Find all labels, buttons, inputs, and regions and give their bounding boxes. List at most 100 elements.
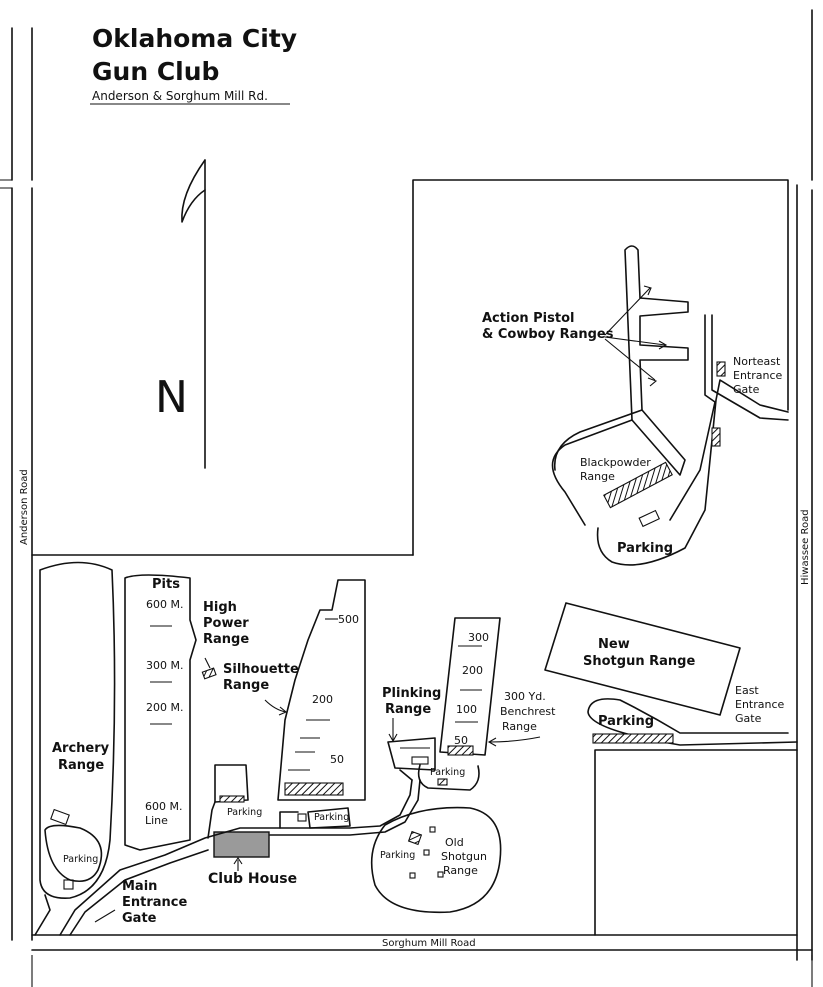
old-shotgun-range: Parking Old Shotgun Range <box>370 806 502 914</box>
action-pistol-ranges: Action Pistol & Cowboy Ranges <box>482 245 689 476</box>
plinking-range-outline <box>387 737 436 771</box>
east-entrance: Parking East Entrance Gate <box>587 684 798 746</box>
old-shotgun-label-3: Range <box>443 864 478 877</box>
north-label: N <box>155 372 188 423</box>
silhouette-firing-line <box>284 782 344 796</box>
new-shotgun-label-2: Shotgun Range <box>583 654 695 669</box>
main-gate-label-2: Entrance <box>122 895 187 910</box>
benchrest-range-outline <box>439 617 501 756</box>
archery-shelter <box>50 808 70 826</box>
silhouette-50: 50 <box>330 753 344 766</box>
high-power-label-3: Range <box>203 632 249 647</box>
plinking-label-1: Plinking <box>382 686 441 701</box>
blackpowder-parking-label: Parking <box>617 541 673 556</box>
archery-parking-loop <box>44 824 103 883</box>
north-arrow-head <box>181 159 206 223</box>
benchrest-parking-label: Parking <box>430 767 465 778</box>
old-shotgun-house <box>407 830 423 846</box>
hiwassee-road-label: Hiwassee Road <box>800 509 811 585</box>
benchrest-firing-line <box>447 745 474 756</box>
east-gate-label-3: Gate <box>735 712 762 725</box>
title-line-2: Gun Club <box>92 57 219 86</box>
hp-line-label-2: Line <box>145 814 168 827</box>
benchrest-range: 300 200 100 50 300 Yd. Benchrest Range P… <box>417 617 556 791</box>
club-house-label: Club House <box>208 871 297 887</box>
ne-gate-marker-lower <box>711 427 721 447</box>
clubhouse-parking-label-1: Parking <box>227 807 262 818</box>
hp-200m: 200 M. <box>146 701 183 714</box>
high-power-range: Pits 600 M. 300 M. 200 M. 600 M. Line Hi… <box>124 574 249 851</box>
old-shotgun-parking-label: Parking <box>380 850 415 861</box>
silhouette-label-2: Range <box>223 678 269 693</box>
benchrest-label-3: Range <box>502 720 537 733</box>
high-power-label-1: High <box>203 600 237 615</box>
north-arrow: N <box>155 159 206 469</box>
road-network: Anderson Road Hiwassee Road Sorghum Mill… <box>0 9 813 987</box>
old-shotgun-range-outline <box>370 806 502 914</box>
southeast-lot-boundary <box>594 749 798 936</box>
silhouette-500: 500 <box>338 613 359 626</box>
pits-label: Pits <box>152 577 180 592</box>
action-pistol-pointer-arrows <box>604 287 666 381</box>
benchrest-300: 300 <box>468 631 489 644</box>
benchrest-50: 50 <box>454 734 468 747</box>
old-shotgun-label-1: Old <box>445 836 464 849</box>
archery-gate-box <box>63 879 74 890</box>
archery-label-1: Archery <box>52 741 110 756</box>
action-pistol-bays <box>624 245 689 476</box>
blackpowder-label-2: Range <box>580 470 615 483</box>
east-parking-label: Parking <box>598 714 654 729</box>
club-house-building <box>213 831 270 858</box>
clubhouse-north-parking-lot <box>214 764 249 803</box>
hp-300m: 300 M. <box>146 659 183 672</box>
benchrest-200: 200 <box>462 664 483 677</box>
silhouette-range: 500 200 50 Silhouette Range <box>223 579 366 801</box>
title-address: Anderson & Sorghum Mill Rd. <box>92 89 268 103</box>
action-pistol-label-2: & Cowboy Ranges <box>482 327 614 342</box>
new-shotgun-range-outline <box>544 602 741 716</box>
title-line-1: Oklahoma City <box>92 24 297 53</box>
blackpowder-shelter <box>638 509 661 528</box>
ne-gate-label-1: Norteast <box>733 355 781 368</box>
blackpowder-range-road <box>551 419 633 526</box>
main-gate-label-3: Gate <box>122 911 157 926</box>
plinking-label-2: Range <box>385 702 431 717</box>
main-gate-label-1: Main <box>122 879 157 894</box>
map-title: Oklahoma City Gun Club Anderson & Sorghu… <box>90 24 297 105</box>
main-drive-south-edge <box>69 849 209 936</box>
clubhouse-parking-label-2: Parking <box>314 812 349 823</box>
hp-line-label-1: 600 M. <box>145 800 182 813</box>
old-shotgun-label-2: Shotgun <box>441 850 487 863</box>
ne-gate-label-3: Gate <box>733 383 760 396</box>
hp-600m: 600 M. <box>146 598 183 611</box>
east-gate-label-1: East <box>735 684 759 697</box>
silhouette-range-outline <box>277 579 366 801</box>
blackpowder-firing-line <box>603 461 673 509</box>
new-shotgun-label-1: New <box>598 637 630 652</box>
high-power-label-2: Power <box>203 616 249 631</box>
ne-gate-label-2: Entrance <box>733 369 783 382</box>
benchrest-label-2: Benchrest <box>500 705 556 718</box>
north-parcel-boundary <box>412 179 789 556</box>
sorghum-road-label: Sorghum Mill Road <box>382 938 476 949</box>
silhouette-200: 200 <box>312 693 333 706</box>
anderson-road-label: Anderson Road <box>19 469 30 545</box>
archery-range: Archery Range Parking <box>39 561 116 899</box>
benchrest-pointer <box>489 736 541 743</box>
internal-drives <box>34 769 421 936</box>
benchrest-label-1: 300 Yd. <box>504 690 546 703</box>
benchrest-100: 100 <box>456 703 477 716</box>
clubhouse-east-parking-lot <box>307 807 351 829</box>
club-house-area: Parking Parking Club House <box>208 764 351 887</box>
blackpowder-label-1: Blackpowder <box>580 456 651 469</box>
archery-range-outline <box>39 561 116 899</box>
new-shotgun-range: New Shotgun Range <box>544 602 741 716</box>
high-power-range-outline <box>124 574 197 851</box>
plinking-range: Plinking Range <box>382 686 441 771</box>
main-drive-north-edge <box>59 779 413 936</box>
archery-label-2: Range <box>58 758 104 773</box>
archery-parking-label: Parking <box>63 854 98 865</box>
northeast-entrance-gate: Norteast Entrance Gate <box>733 355 783 396</box>
action-pistol-label-1: Action Pistol <box>482 311 574 326</box>
silhouette-marker <box>201 667 217 680</box>
